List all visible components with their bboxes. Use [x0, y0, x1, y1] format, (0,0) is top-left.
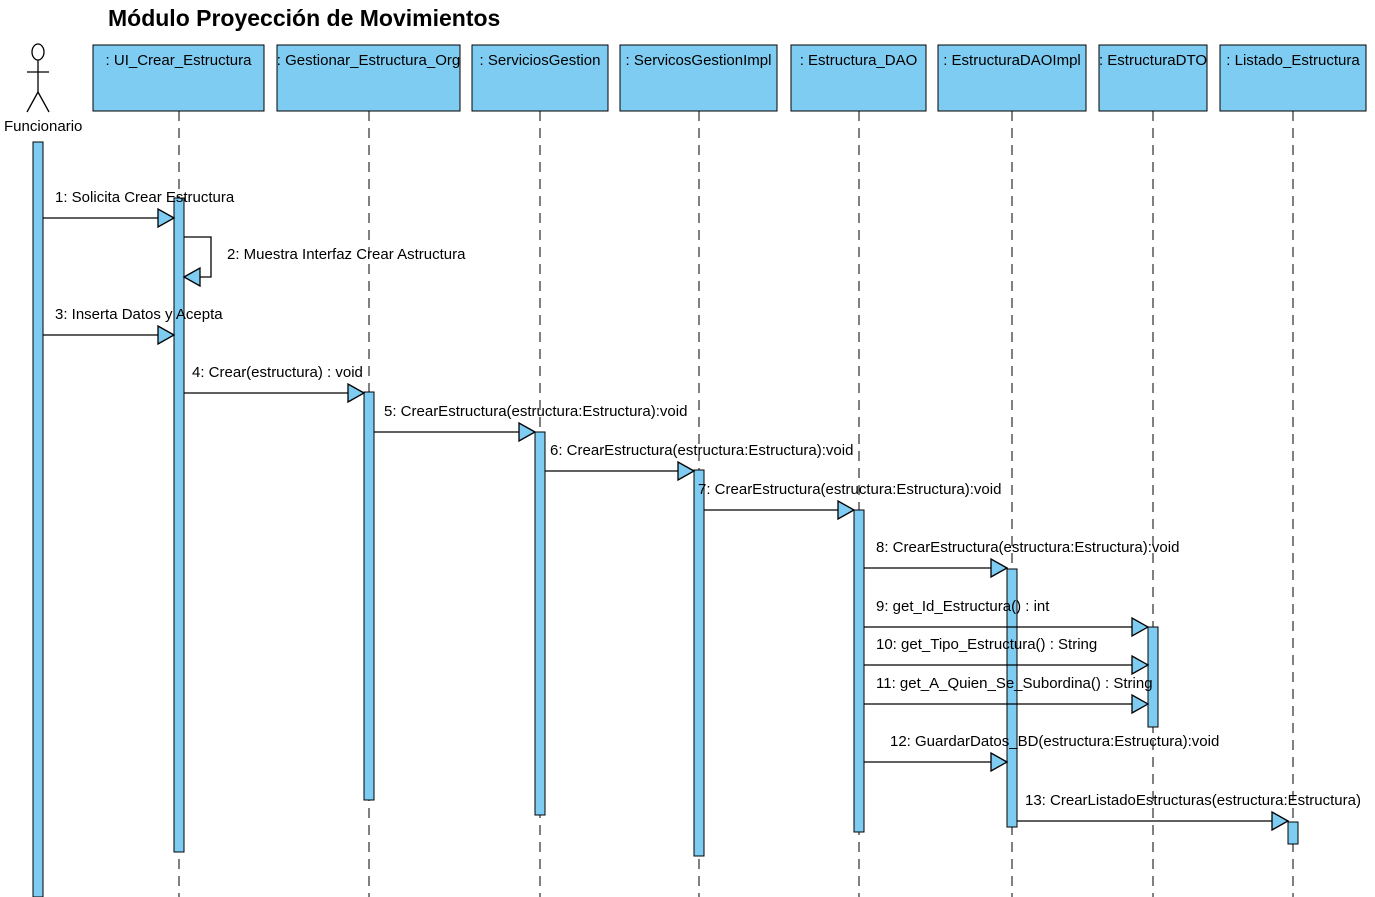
lifeline-label-listado: : Listado_Estructura — [1226, 52, 1360, 69]
activation-bar-daoimpl — [1006, 568, 1018, 828]
message-11-arrowhead — [1131, 693, 1150, 715]
actor-name: Funcionario — [4, 118, 82, 135]
message-12-label: 12: GuardarDatos_BD(estructura:Estructur… — [890, 733, 1219, 750]
message-9-arrowhead — [1131, 616, 1150, 638]
lifeline-box-daoimpl — [937, 44, 1087, 112]
lifeline-label-dao: : Estructura_DAO — [800, 52, 918, 69]
lifeline-label-serv: : ServiciosGestion — [480, 52, 601, 69]
message-13-arrowhead — [1271, 810, 1290, 832]
lifeline-label-servimpl: : ServicosGestionImpl — [626, 52, 772, 69]
lifeline-label-ui: : UI_Crear_Estructura — [106, 52, 253, 69]
diagram-title: Módulo Proyección de Movimientos — [108, 5, 501, 31]
actor-right-leg — [37, 91, 50, 113]
activation-bar-dao — [853, 509, 865, 833]
message-3-label: 3: Inserta Datos y Acepta — [55, 306, 223, 323]
activation-bar-dto — [1147, 626, 1159, 728]
activation-bar-ui — [173, 197, 185, 853]
message-10-arrowhead — [1131, 654, 1150, 676]
activation-bar-listado — [1287, 821, 1299, 845]
message-7-label: 7: CrearEstructura(estructura:Estructura… — [698, 481, 1001, 498]
message-10-label: 10: get_Tipo_Estructura() : String — [876, 636, 1097, 653]
message-3-arrowhead — [157, 324, 176, 346]
activation-bar-servimpl — [693, 469, 705, 857]
message-4-label: 4: Crear(estructura) : void — [192, 364, 363, 381]
message-13-label: 13: CrearListadoEstructuras(estructura:E… — [1025, 792, 1361, 809]
lifeline-label-gest: : Gestionar_Estructura_Org — [277, 52, 460, 69]
activation-bar-gest — [363, 391, 375, 801]
message-12-arrowhead — [990, 751, 1009, 773]
lifeline-box-gest — [276, 44, 461, 112]
message-9-label: 9: get_Id_Estructura() : int — [876, 598, 1050, 615]
message-2-arrowhead — [182, 266, 201, 288]
message-7-arrowhead — [837, 499, 856, 521]
message-8-arrowhead — [990, 557, 1009, 579]
lifeline-box-dao — [790, 44, 927, 112]
message-4-arrowhead — [347, 382, 366, 404]
actor-head — [31, 43, 45, 61]
lifeline-box-dto — [1098, 44, 1208, 112]
activation-bar-serv — [534, 431, 546, 816]
lifeline-box-listado — [1219, 44, 1367, 112]
message-11-label: 11: get_A_Quien_Se_Subordina() : String — [876, 675, 1153, 692]
lifeline-box-ui — [92, 44, 265, 112]
message-5-label: 5: CrearEstructura(estructura:Estructura… — [384, 403, 687, 420]
message-5-arrowhead — [518, 421, 537, 443]
message-1-arrowhead — [157, 207, 176, 229]
lifeline-label-daoimpl: : EstructuraDAOImpl — [943, 52, 1081, 69]
lifeline-box-servimpl — [619, 44, 778, 112]
message-6-arrowhead — [677, 460, 696, 482]
message-2-label: 2: Muestra Interfaz Crear Astructura — [227, 246, 466, 263]
message-8-label: 8: CrearEstructura(estructura:Estructura… — [876, 539, 1179, 556]
message-1-label: 1: Solicita Crear Estructura — [55, 189, 235, 206]
activation-bar-actor — [32, 141, 44, 897]
lifeline-label-dto: : EstructuraDTO — [1099, 52, 1207, 69]
message-6-label: 6: CrearEstructura(estructura:Estructura… — [550, 442, 853, 459]
lifeline-box-serv — [471, 44, 609, 112]
actor-left-leg — [26, 91, 39, 113]
